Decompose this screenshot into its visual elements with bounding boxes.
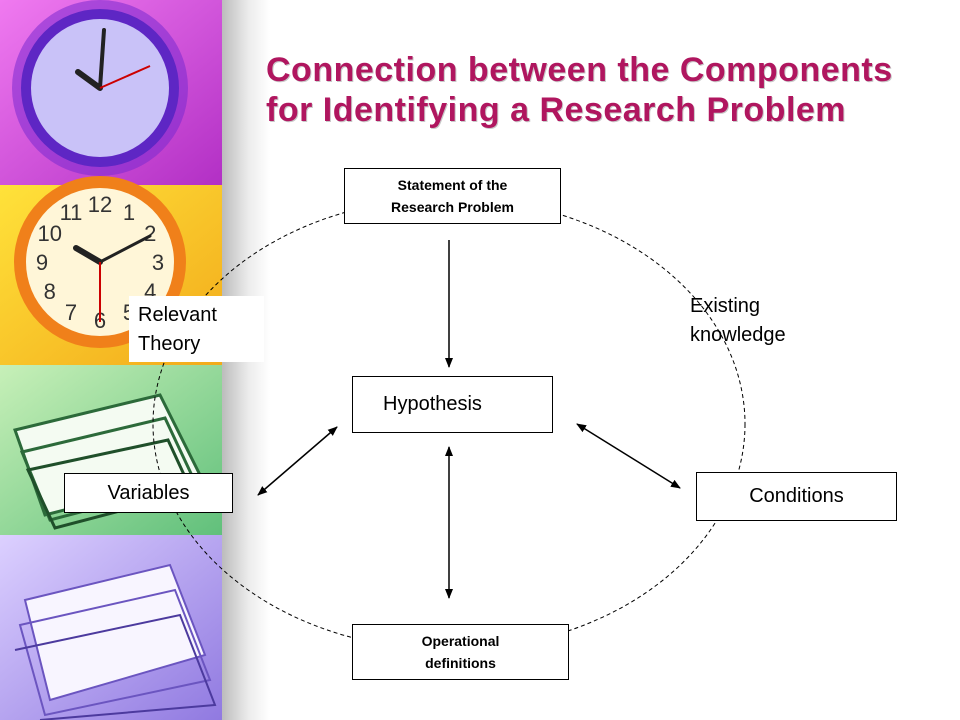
title-line-2: for Identifying a Research Problem xyxy=(266,91,847,129)
relevant-theory-line-1: Relevant xyxy=(138,304,217,326)
clock-numeral: 7 xyxy=(65,300,77,325)
statement-box: Statement of the Research Problem xyxy=(344,168,561,224)
hypothesis-label: Hypothesis xyxy=(383,393,482,415)
statement-line-1: Statement of the xyxy=(397,177,508,193)
clock-numeral: 8 xyxy=(44,279,56,304)
clock-numeral: 11 xyxy=(60,200,83,225)
clock-numeral: 10 xyxy=(38,221,62,246)
clock-numeral: 2 xyxy=(144,221,156,246)
variables-box: Variables xyxy=(64,473,233,513)
violet-papers-panel xyxy=(0,535,230,720)
title-line-1: Connection between the Components xyxy=(266,51,893,89)
variables-label: Variables xyxy=(107,481,190,504)
clock-numeral: 1 xyxy=(123,200,135,225)
relevant-theory-label: Relevant Theory xyxy=(129,296,264,362)
hypothesis-box: Hypothesis xyxy=(352,376,553,433)
relevant-theory-line-2: Theory xyxy=(138,333,201,355)
operational-definitions-box: Operational definitions xyxy=(352,624,569,680)
existing-knowledge-label: Existing knowledge xyxy=(690,292,786,350)
clock-numeral: 3 xyxy=(152,250,164,275)
existing-knowledge-line-2: knowledge xyxy=(690,324,786,346)
clock-numeral: 9 xyxy=(36,250,48,275)
statement-line-2: Research Problem xyxy=(391,199,514,215)
clock-numeral: 12 xyxy=(88,192,112,217)
operational-line-2: definitions xyxy=(425,655,496,671)
existing-knowledge-line-1: Existing xyxy=(690,295,761,317)
magenta-clock-panel xyxy=(0,0,230,185)
arrow-hypothesis-conditions xyxy=(576,423,681,489)
slide-title: Connection between the Components for Id… xyxy=(266,50,946,130)
conditions-box: Conditions xyxy=(696,472,897,521)
arrow-hypothesis-variables xyxy=(257,426,338,496)
operational-line-1: Operational xyxy=(421,633,500,649)
conditions-label: Conditions xyxy=(749,485,844,507)
